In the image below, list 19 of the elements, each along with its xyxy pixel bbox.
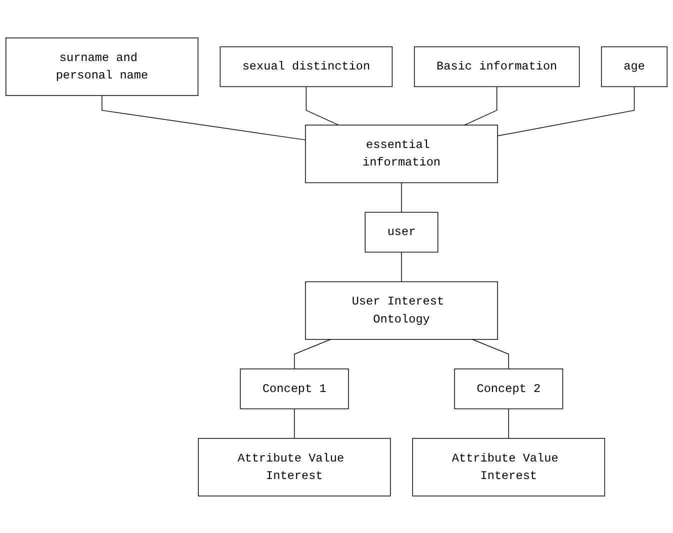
connector (508, 408, 510, 438)
node-box: sexual distinction (220, 46, 393, 87)
connector (401, 251, 402, 282)
node-box: User Interest Ontology (305, 280, 498, 340)
connector (401, 182, 402, 212)
connector (472, 338, 510, 369)
connector (497, 86, 635, 136)
node-box: Concept 1 (240, 368, 349, 409)
node-box: user (364, 211, 438, 252)
node-box: age (601, 46, 668, 87)
node-box: Basic information (414, 46, 580, 87)
node-box: essential information (305, 124, 498, 183)
node-box: Attribute Value Interest (412, 438, 606, 496)
connector (294, 338, 332, 369)
connector (102, 94, 306, 140)
node-box: surname and personal name (6, 37, 198, 96)
node-box: Concept 2 (454, 368, 564, 409)
node-box: Attribute Value Interest (198, 438, 391, 496)
connector (294, 408, 295, 438)
